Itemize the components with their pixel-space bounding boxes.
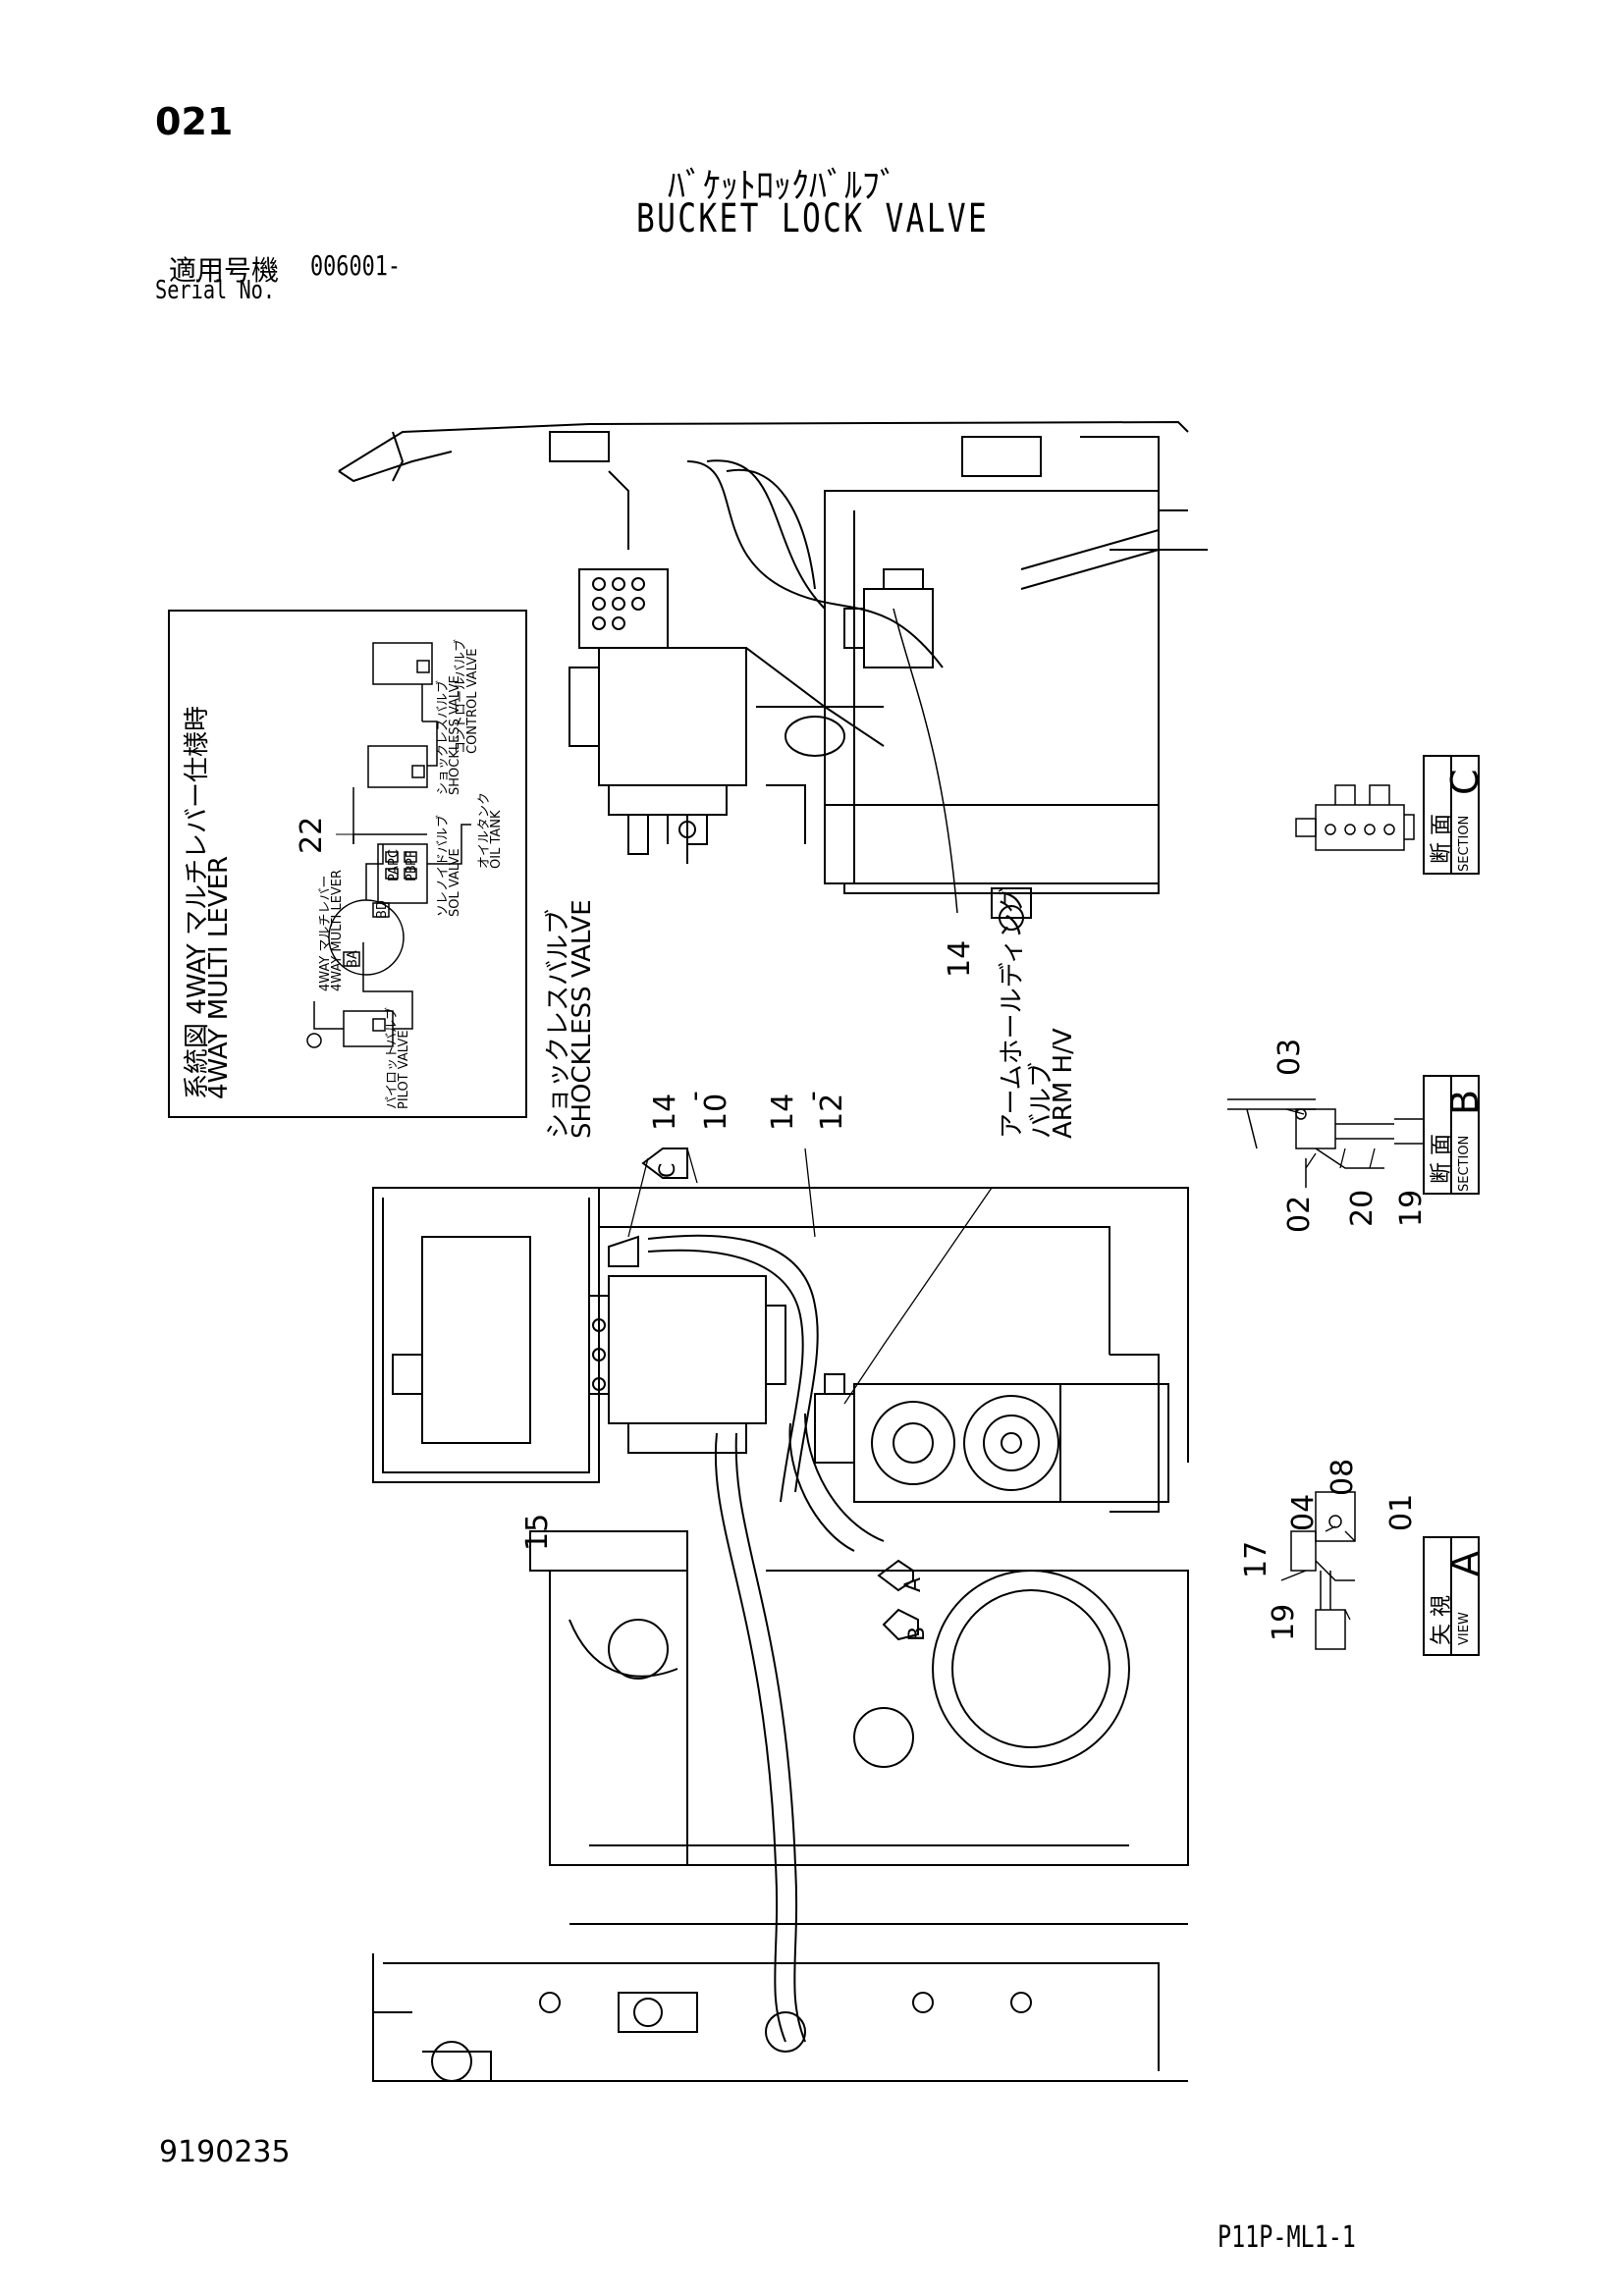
section-b-part-03: 03 — [1272, 1038, 1307, 1076]
inset-sol-valve-en: SOL VALVE — [448, 848, 462, 917]
view-a-part-04: 04 — [1286, 1493, 1321, 1531]
page-title: BUCKET LOCK VALVE — [636, 196, 990, 241]
upper-assembly-drawing — [338, 420, 1208, 931]
arm-hv-label-en: ARM H/V — [1049, 1028, 1078, 1139]
section-c-drawing — [1295, 784, 1415, 851]
inset-port-pa: PA — [387, 866, 402, 881]
title-japanese: ﾊﾞｹｯﾄﾛｯｸﾊﾞﾙﾌﾞ — [668, 166, 897, 206]
shockless-valve-label-en: SHOCKLESS VALVE — [568, 899, 597, 1139]
inset-title-english: 4WAY MULTI LEVER — [204, 855, 234, 1099]
view-a-part-01: 01 — [1384, 1493, 1419, 1531]
serial-label-english: Serial No. — [155, 276, 276, 305]
inset-schematic-frame — [168, 610, 527, 1118]
inset-port-pf: PF — [405, 850, 419, 866]
section-b-part-02: 02 — [1282, 1195, 1317, 1233]
view-a-en: VIEW — [1457, 1612, 1472, 1645]
inset-multi-lever-en: 4WAY MULTI LEVER — [330, 869, 345, 991]
inset-schematic-lines — [306, 642, 471, 1048]
leader-lines — [540, 1108, 1376, 1621]
inset-pilot-valve-en: PILOT VALVE — [397, 1030, 411, 1109]
view-a-part-17: 17 — [1239, 1540, 1273, 1578]
inset-port-pb: PB — [405, 865, 419, 881]
serial-label-japanese: 適用号機 — [169, 254, 280, 287]
sheet-code: P11P-ML1-1 — [1218, 2220, 1356, 2255]
section-b-jp: 断 面 — [1430, 1134, 1454, 1184]
section-b-drawing — [1227, 1098, 1425, 1188]
section-b-en: SECTION — [1457, 1135, 1472, 1192]
part-10: 10 — [699, 1093, 733, 1131]
inset-port-ba: BA — [346, 950, 360, 968]
inset-control-valve-en: CONTROL VALVE — [465, 648, 480, 755]
view-a-part-19: 19 — [1267, 1603, 1301, 1641]
section-b-part-19: 19 — [1394, 1189, 1429, 1227]
view-arrow-b-letter: B — [905, 1626, 930, 1641]
part-12: 12 — [815, 1093, 849, 1131]
part-15: 15 — [520, 1513, 555, 1551]
section-b-letter: B — [1443, 1089, 1487, 1115]
section-c-en: SECTION — [1457, 815, 1472, 872]
section-box-frames — [1423, 755, 1480, 1656]
view-a-jp: 矢 視 — [1430, 1595, 1454, 1645]
lower-assembly-drawing — [372, 1187, 1189, 2082]
page-number: 021 — [155, 100, 234, 143]
serial-value: 006001- — [310, 249, 402, 282]
inset-part-22: 22 — [295, 816, 329, 854]
view-arrow-a-letter: A — [901, 1576, 926, 1592]
document-number: 9190235 — [159, 2135, 291, 2169]
section-b-part-20: 20 — [1345, 1189, 1380, 1227]
inset-oil-tank-en: OIL TANK — [489, 810, 504, 869]
inset-port-bd: BD — [375, 900, 390, 919]
part-14-top: 14 — [943, 939, 977, 978]
view-arrows — [641, 1148, 919, 1641]
section-c-letter: C — [1443, 769, 1487, 795]
inset-port-pc: PC — [387, 849, 402, 866]
view-arrow-c-letter: C — [656, 1162, 680, 1178]
view-a-drawing — [1290, 1491, 1356, 1650]
section-c-jp: 断 面 — [1430, 814, 1454, 864]
view-a-part-08: 08 — [1326, 1458, 1360, 1496]
view-a-letter: A — [1443, 1551, 1487, 1576]
